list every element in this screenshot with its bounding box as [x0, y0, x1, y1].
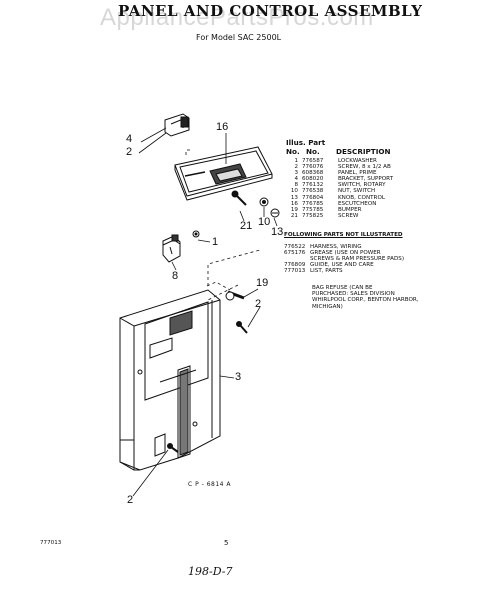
callout-3: 3	[235, 371, 242, 383]
callout-1: 1	[212, 236, 219, 248]
main-panel	[119, 289, 221, 471]
callout-21: 21	[240, 220, 253, 232]
table-header-no: No.	[286, 147, 300, 156]
panel-screw	[236, 321, 248, 334]
handwritten-note: 198-D-7	[188, 565, 233, 578]
callout-2-mid: 2	[255, 298, 262, 310]
screw-21	[231, 190, 247, 206]
figure-code: C P - 6814 A	[188, 481, 231, 488]
callout-16: 16	[216, 121, 229, 133]
callout-2-bottom: 2	[127, 494, 134, 506]
not-illustrated-heading: FOLLOWING PARTS NOT ILLUSTRATED	[284, 232, 403, 238]
callout-2-top: 2	[126, 146, 133, 158]
bumper	[225, 290, 245, 301]
watermark-text: AppliancePartsPros.com	[100, 4, 374, 31]
callout-4: 4	[126, 133, 133, 145]
page-number: 5	[224, 539, 229, 547]
support-bracket	[164, 113, 190, 137]
knob-assembly	[259, 197, 280, 218]
bottom-screw	[167, 443, 179, 453]
table-header-description: DESCRIPTION	[336, 147, 391, 156]
callout-19: 19	[256, 277, 269, 289]
callout-13: 13	[271, 226, 284, 238]
purchase-note: BAG REFUSE (CAN BE PURCHASED: SALES DIVI…	[312, 285, 419, 310]
page-title: PANEL AND CONTROL ASSEMBLY	[118, 2, 423, 20]
escutcheon-panel	[174, 146, 273, 201]
lockwasher	[192, 230, 200, 238]
table-header-partno: No.	[306, 147, 320, 156]
rotary-switch	[162, 234, 181, 263]
callout-10: 10	[258, 216, 271, 228]
callout-8: 8	[172, 270, 179, 282]
page-code: 777013	[40, 540, 62, 546]
model-line: For Model SAC 2500L	[196, 33, 282, 42]
table-header-illus: Illus. Part	[286, 138, 326, 147]
